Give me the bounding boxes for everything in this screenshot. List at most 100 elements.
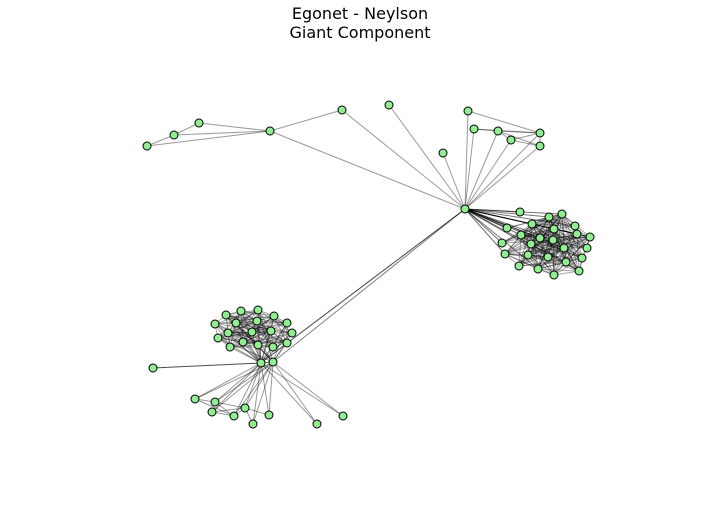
graph-edge <box>537 261 567 270</box>
graph-edge <box>552 239 555 276</box>
graph-edge <box>464 139 512 210</box>
graph-edge <box>547 236 591 258</box>
graph-edge <box>251 331 288 344</box>
graph-node <box>523 250 533 260</box>
graph-node <box>384 100 394 110</box>
graph-edge <box>537 228 555 270</box>
graph-edge <box>548 216 591 238</box>
graph-edge <box>214 323 231 348</box>
graph-edge <box>341 109 466 210</box>
graph-edge <box>225 314 272 332</box>
graph-edge <box>146 130 271 147</box>
graph-edge <box>464 145 541 210</box>
graph-node <box>533 264 543 274</box>
graph-node <box>225 342 235 352</box>
graph-edge <box>501 228 555 244</box>
graph-edge <box>467 110 541 134</box>
graph-edge <box>504 247 565 255</box>
graph-edge <box>235 322 293 334</box>
graph-edge <box>531 223 565 249</box>
graph-node <box>248 419 258 429</box>
graph-node <box>236 306 246 316</box>
graph-node <box>502 223 512 233</box>
graph-edge <box>504 253 555 276</box>
graph-edge <box>530 243 580 272</box>
graph-edge <box>464 130 499 210</box>
graph-node <box>253 340 263 350</box>
graph-edge <box>229 330 272 348</box>
graph-edge <box>497 130 541 147</box>
graph-edge <box>257 309 293 334</box>
graph-node <box>247 327 257 337</box>
graph-edge <box>240 310 262 364</box>
graph-edge <box>530 243 583 259</box>
graph-edge <box>563 247 580 272</box>
graph-edge <box>242 322 288 343</box>
nodes-layer <box>142 100 595 429</box>
graph-node <box>265 126 275 136</box>
graph-edge <box>257 332 293 346</box>
graph-node <box>572 229 582 239</box>
graph-edge <box>214 361 274 403</box>
graph-edge <box>531 223 539 270</box>
graph-edge <box>504 253 567 263</box>
graph-edge <box>531 223 580 272</box>
graph-edge <box>198 122 271 132</box>
graph-edge <box>273 315 288 344</box>
graph-node <box>582 243 592 253</box>
graph-edge <box>520 233 578 236</box>
graph-edge <box>217 310 242 339</box>
graph-node <box>282 318 292 328</box>
graph-node <box>269 311 279 321</box>
graph-node <box>438 148 448 158</box>
graph-edge <box>537 216 550 270</box>
graph-node <box>238 337 248 347</box>
graph-edge <box>272 361 344 417</box>
graph-edge <box>504 243 532 255</box>
graph-edge <box>260 362 344 417</box>
graph-edge <box>553 233 578 276</box>
graph-edge <box>553 228 588 249</box>
edges-layer <box>146 104 591 425</box>
graph-edge <box>530 243 588 249</box>
graph-node <box>253 305 263 315</box>
graph-edge <box>565 236 591 263</box>
graph-edge <box>146 134 175 147</box>
graph-node <box>210 319 220 329</box>
graph-edge <box>260 330 272 364</box>
graph-edge <box>548 216 576 227</box>
graph-edge <box>561 213 580 272</box>
graph-node <box>229 411 239 421</box>
graph-edge <box>561 213 565 249</box>
graph-node <box>535 233 545 243</box>
graph-edge <box>518 261 567 267</box>
graph-edge <box>501 216 550 244</box>
title-line-1: Egonet - Neylson <box>291 4 429 23</box>
graph-edge <box>211 362 262 413</box>
graph-edge <box>214 323 274 348</box>
graph-edge <box>576 233 580 272</box>
graph-edge <box>388 104 466 210</box>
graph-edge <box>235 322 262 364</box>
graph-edge <box>227 320 258 334</box>
graph-edge <box>527 239 554 256</box>
diagram-title: Egonet - Neylson Giant Component <box>0 4 720 42</box>
graph-edge <box>539 236 591 239</box>
graph-edge <box>252 361 274 425</box>
graph-edge <box>547 216 550 258</box>
graph-node <box>469 124 479 134</box>
graph-edge <box>214 323 272 332</box>
graph-edge <box>548 216 588 249</box>
graph-edge <box>244 362 262 409</box>
graph-edge <box>194 398 235 417</box>
graph-node <box>585 232 595 242</box>
graph-node <box>148 363 158 373</box>
graph-edge <box>552 239 588 249</box>
graph-node <box>252 316 262 326</box>
graph-node <box>223 328 233 338</box>
graph-edge <box>260 362 270 416</box>
graph-node <box>526 239 536 249</box>
graph-edge <box>553 257 583 276</box>
graph-edge <box>227 322 288 334</box>
graph-edge <box>464 128 475 210</box>
